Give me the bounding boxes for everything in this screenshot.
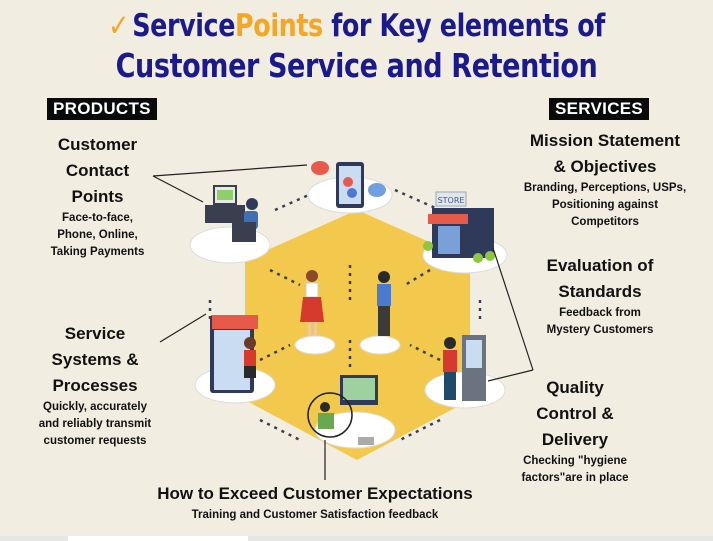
checkmark-icon: ✓ xyxy=(108,8,129,44)
woman-figure-icon xyxy=(300,270,324,336)
store-building-icon: STORE xyxy=(423,191,495,263)
title-points: Points xyxy=(235,8,323,44)
platform-man xyxy=(359,335,401,355)
title-service: Service xyxy=(132,8,236,44)
section-heading: Control & xyxy=(536,404,614,423)
platform-video xyxy=(314,411,396,449)
bottom-strip-segment xyxy=(68,536,248,541)
platform-woman xyxy=(294,335,336,355)
section-heading: & Objectives xyxy=(553,157,657,176)
section-heading: Processes xyxy=(52,376,138,395)
section-detail: and reliably transmit xyxy=(38,418,152,430)
title-line-2: Customer Service and Retention xyxy=(115,46,598,85)
section-detail: Feedback from xyxy=(559,307,641,319)
section-heading: Systems & xyxy=(51,350,139,369)
section-detail: customer requests xyxy=(43,435,147,447)
platform-desk xyxy=(189,226,271,264)
section-detail: Training and Customer Satisfaction feedb… xyxy=(191,509,439,521)
section-detail: Face-to-face, xyxy=(62,212,133,224)
section-detail: Checking "hygiene xyxy=(523,455,627,467)
section-heading: Standards xyxy=(558,282,642,301)
leader-lines xyxy=(152,164,534,480)
section-heading: Contact xyxy=(65,161,130,180)
section-heading: Service xyxy=(64,324,126,343)
kiosk-terminal-icon xyxy=(443,335,486,401)
section-heading: Delivery xyxy=(541,430,609,449)
section-quality: Quality Control & Delivery Checking "hyg… xyxy=(505,375,645,487)
video-call-icon xyxy=(307,375,378,445)
desk-worker-icon xyxy=(205,185,258,242)
smartphone-icon xyxy=(311,161,386,208)
services-tag: SERVICES xyxy=(549,98,650,120)
store-sign: STORE xyxy=(438,196,465,205)
section-mission: Mission Statement & Objectives Branding,… xyxy=(505,128,705,231)
section-heading: Mission Statement xyxy=(529,131,681,150)
section-detail: Competitors xyxy=(571,216,639,228)
section-detail: Positioning against xyxy=(551,199,659,211)
section-detail: Quickly, accurately xyxy=(43,401,147,413)
title-line-1: ✓ServicePoints for Key elements of xyxy=(64,8,649,44)
title-rest: for Key elements of xyxy=(322,8,605,44)
section-detail: Phone, Online, xyxy=(57,229,138,241)
section-detail: Branding, Perceptions, USPs, xyxy=(523,182,687,194)
section-contact-points: Customer Contact Points Face-to-face, Ph… xyxy=(20,132,175,261)
section-detail: Mystery Customers xyxy=(546,324,654,336)
products-tag: PRODUCTS xyxy=(47,98,157,120)
section-heading: Points xyxy=(71,187,124,206)
bottom-strip xyxy=(0,536,713,541)
section-evaluation: Evaluation of Standards Feedback from My… xyxy=(520,253,680,339)
section-heading: Evaluation of xyxy=(546,256,654,275)
section-heading: How to Exceed Customer Expectations xyxy=(157,484,473,503)
section-exceed-expectations: How to Exceed Customer Expectations Trai… xyxy=(130,481,500,524)
section-heading: Quality xyxy=(546,378,604,397)
man-figure-icon xyxy=(377,271,391,336)
section-detail: factors"are in place xyxy=(521,472,629,484)
section-service-systems: Service Systems & Processes Quickly, acc… xyxy=(15,321,175,450)
hexagon-background xyxy=(245,210,470,460)
section-heading: Customer xyxy=(57,135,138,154)
mobile-shop-icon xyxy=(210,315,258,393)
section-detail: Taking Payments xyxy=(50,246,145,258)
